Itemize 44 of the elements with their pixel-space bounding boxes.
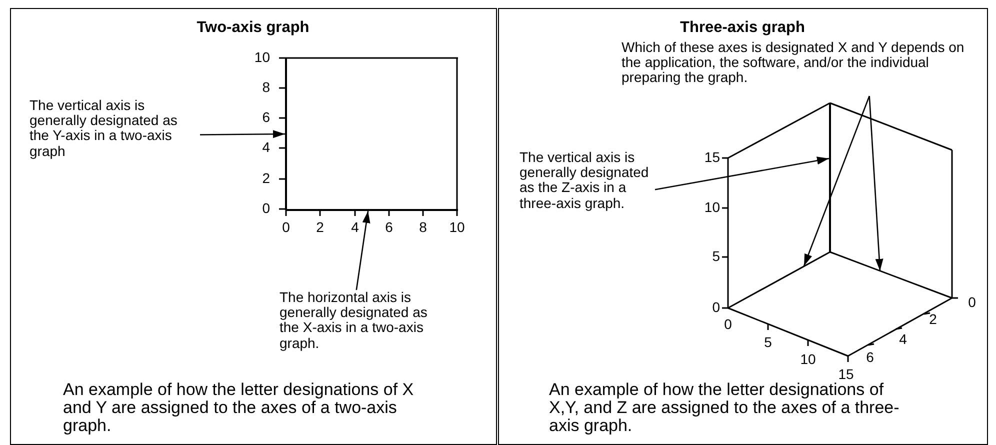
axis-line [728,252,830,308]
axis-line [284,58,286,210]
tick-label: 4 [899,332,907,348]
panel-title: Two-axis graph [196,19,310,36]
tick-label: 0 [282,220,290,236]
tick-label: 10 [254,50,270,66]
callout-text: The vertical axis is generally designated as the Z-axis in a three-axis graph. [520,150,654,212]
arrow [654,156,830,190]
tick-label: 8 [262,80,270,96]
arrow [803,96,870,266]
caption-text: An example of how the letter designations of X and Y are assigned to the axes of a two-axis graph. [63,381,415,435]
arrow [868,96,884,271]
tick-label: 2 [262,171,270,186]
tick-label: 2 [316,220,324,236]
callout-text: The horizontal axis is generally designated as the X-axis in a two-axis graph. [280,290,444,352]
tick-label: 0 [262,201,270,216]
callout-text: The vertical axis is generally designated as the Y-axis in a two-axis graph [30,98,200,160]
tick-label: 10 [449,220,465,236]
panel [10,8,497,445]
tick-label: 8 [419,220,427,236]
tick-label: 0 [712,300,720,316]
tick-label: 15 [704,150,720,166]
tick-label: 6 [385,220,393,236]
tick-label: 0 [724,317,732,332]
tick-label: 6 [262,110,270,126]
tick-label: 10 [800,352,816,368]
tick-label: 10 [704,200,720,216]
axis-line [830,252,952,298]
panel-title: Three-axis graph [679,19,806,36]
arrow [200,130,285,138]
axis-line [828,102,830,252]
tick-label: 5 [712,249,720,264]
callout-text: Which of these axes is designated X and Y depends on the application, the software, and/or the individual preparing the graph. [622,40,966,86]
tick-label: 4 [351,220,359,236]
tick-label: 15 [838,367,854,382]
arrow [356,210,370,290]
tick-label: 2 [929,312,937,328]
tick-label: 5 [764,335,772,350]
axis-line [286,208,458,210]
tick-label: 6 [866,350,874,366]
tick-label: 0 [968,295,976,310]
panel [498,8,988,445]
caption-text: An example of how the letter designations of X,Y, and Z are assigned to the axes of a three-axis graph. [549,381,900,435]
tick-label: 4 [262,140,270,156]
